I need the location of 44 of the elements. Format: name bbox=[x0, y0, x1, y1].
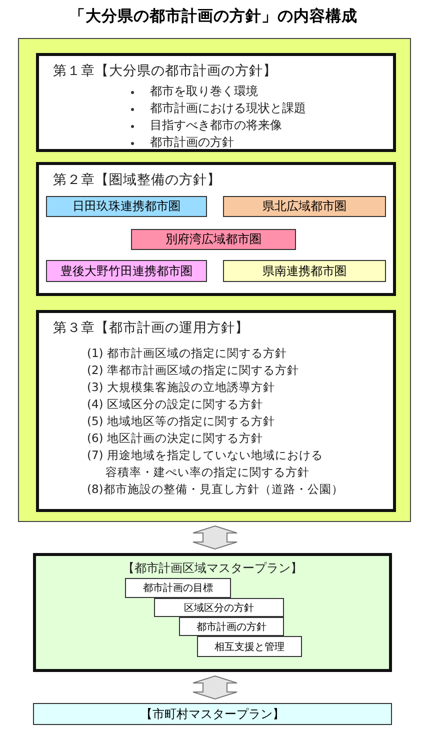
chapter-box bbox=[36, 53, 396, 152]
step-label: 都市計画の目標 bbox=[143, 582, 213, 595]
step-label: 都市計画の方針 bbox=[196, 620, 266, 634]
step-label: 区域区分の方針 bbox=[184, 602, 254, 614]
region-label: 別府湾広域都市圏 bbox=[166, 231, 262, 248]
step-label: 相互支援と管理 bbox=[214, 640, 284, 654]
list-item: (3) 大規模集客施設の立地誘導方針 bbox=[87, 379, 275, 396]
list-item: 都市計画の方針 bbox=[150, 134, 234, 151]
region-box bbox=[46, 260, 207, 282]
step-box bbox=[179, 617, 284, 636]
list-item: (4) 区域区分の設定に関する方針 bbox=[87, 396, 263, 413]
box-heading: 【都市計画区域マスタープラン】 bbox=[122, 560, 304, 577]
list-item: (6) 地区計画の決定に関する方針 bbox=[87, 430, 263, 447]
chapter-heading: 第１章【大分県の都市計画の方針】 bbox=[53, 62, 277, 80]
chapter-heading: 第３章【都市計画の運用方針】 bbox=[53, 319, 249, 337]
region-label: 県南連携都市圏 bbox=[262, 262, 346, 280]
list-item: 都市を取り巻く環境 bbox=[150, 83, 258, 100]
master-plan-box bbox=[33, 553, 392, 672]
region-label: 【市町村マスタープラン】 bbox=[140, 706, 284, 722]
double-arrow bbox=[192, 525, 238, 550]
list-item: 目指すべき都市の将来像 bbox=[150, 117, 282, 134]
list-item: (7) 用途地域を指定していない地域における容積率・建ぺい率の指定に関する方針 bbox=[87, 447, 324, 481]
region-box bbox=[131, 229, 296, 250]
region-box bbox=[33, 703, 392, 725]
list-item: (1) 都市計画区域の指定に関する方針 bbox=[87, 345, 287, 362]
chapter-heading: 第２章【圏域整備の方針】 bbox=[53, 171, 221, 189]
step-box bbox=[197, 636, 302, 657]
region-box bbox=[223, 260, 386, 282]
region-label: 日田玖珠連携都市圏 bbox=[72, 198, 180, 215]
step-box bbox=[154, 598, 284, 617]
chapter-box bbox=[36, 162, 396, 296]
list-item: (8)都市施設の整備・見直し方針（道路・公園） bbox=[87, 481, 344, 498]
region-box bbox=[223, 196, 386, 217]
region-label: 豊後大野竹田連携都市圏 bbox=[60, 262, 192, 280]
region-label: 県北広域都市圏 bbox=[262, 198, 346, 215]
list-item: (5) 地域地区等の指定に関する方針 bbox=[87, 413, 275, 430]
plan-frame bbox=[18, 38, 411, 522]
double-arrow bbox=[192, 675, 238, 700]
region-box bbox=[46, 196, 207, 217]
list-item: (2) 準都市計画区域の指定に関する方針 bbox=[87, 362, 299, 379]
diagram-title: 「大分県の都市計画の方針」の内容構成 bbox=[68, 6, 358, 27]
list-item: 都市計画における現状と課題 bbox=[150, 100, 306, 117]
step-box bbox=[125, 578, 231, 598]
chapter-box bbox=[36, 310, 396, 512]
